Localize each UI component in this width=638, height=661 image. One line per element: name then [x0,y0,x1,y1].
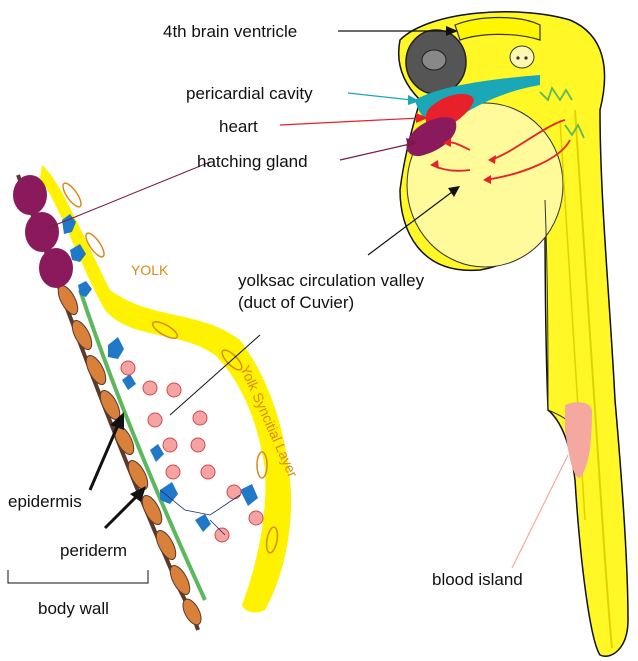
label-hatching-gland: hatching gland [197,152,308,171]
label-yolk: YOLK [131,262,169,278]
leader-epidermis [90,425,118,490]
label-body-wall: body wall [38,599,109,618]
leader-hatching [340,144,410,160]
label-blood-island: blood island [432,570,523,589]
otic-vesicle [510,46,534,68]
label-periderm: periderm [60,541,127,560]
label-heart: heart [219,117,258,136]
body-wall-bracket [8,570,148,583]
otolith [516,56,519,59]
label-4th-brain-ventricle: 4th brain ventricle [163,22,297,41]
label-epidermis: epidermis [8,492,82,511]
leader-hatching-section [48,162,210,228]
label-duct-of-cuvier: (duct of Cuvier) [238,293,354,312]
cross-section-illustration [13,165,291,630]
leader-pericardial [348,93,412,100]
label-pericardial-cavity: pericardial cavity [186,84,313,103]
label-yolksac-valley: yolksac circulation valley [238,271,425,290]
leader-periderm [105,495,138,528]
eye-lens [422,50,446,70]
otolith [524,56,527,59]
leader-heart [280,118,420,125]
leader-blood-island [512,455,568,568]
embryo-illustration [399,12,628,656]
